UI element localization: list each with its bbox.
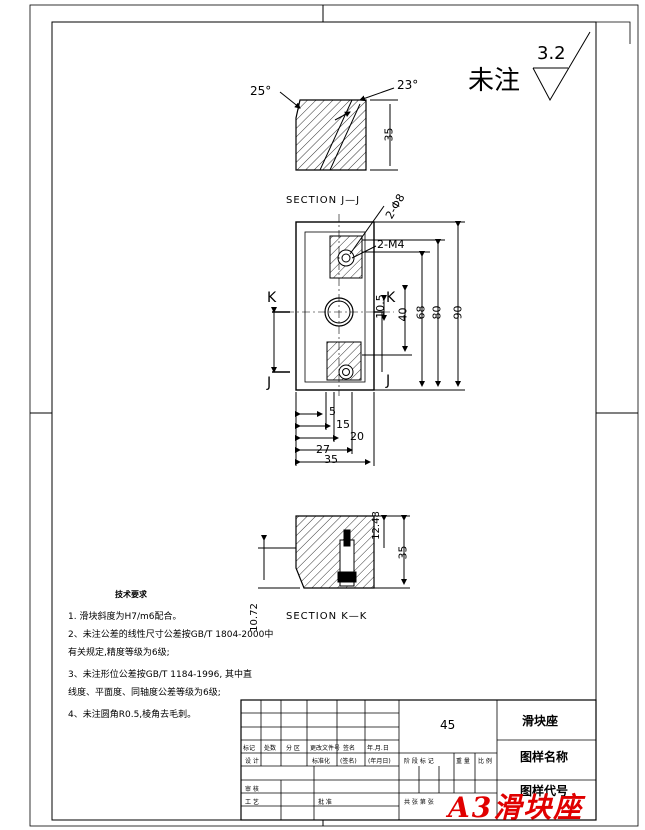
dim-15: 15 xyxy=(336,418,350,431)
tb-check: 审 核 xyxy=(245,786,259,793)
title-block-quantity: 45 xyxy=(440,718,456,732)
tech-note-2-cont: 有关规定,精度等级为6级; xyxy=(68,648,170,658)
cut-label-k-left: K xyxy=(267,290,277,306)
dim-35-bottom: 35 xyxy=(324,453,338,466)
cut-label-j-left: J xyxy=(267,375,272,391)
surface-finish-prefix: 未注 xyxy=(468,66,521,96)
dim-20: 20 xyxy=(350,430,364,443)
angle-left-label: 25° xyxy=(250,84,272,98)
dim-27: 27 xyxy=(316,443,330,456)
tech-note-2: 2、未注公差的线性尺寸公差按GB/T 1804-2000中 xyxy=(68,630,274,640)
tech-note-3-cont: 线度、平面度、同轴度公差等级为6级; xyxy=(68,688,221,698)
tb-process: 工 艺 xyxy=(245,799,259,806)
dim-35-top: 35 xyxy=(382,127,396,142)
tech-note-3: 3、未注形位公差按GB/T 1184-1996, 其中直 xyxy=(68,670,253,680)
top-section-view xyxy=(279,87,398,171)
title-block-drawing-name-label: 图样名称 xyxy=(520,750,569,764)
tb-sheet: 共 张 第 张 xyxy=(404,799,434,806)
tb-approve: 批 准 xyxy=(318,799,332,806)
tb-standardize: 标准化 xyxy=(312,758,331,765)
section-jj-title: SECTION J—J xyxy=(286,195,361,206)
dim-12-48: 12.48 xyxy=(370,511,382,540)
section-kk-title: SECTION K—K xyxy=(286,611,368,622)
surface-finish-symbol xyxy=(532,31,591,102)
section-kk-view xyxy=(258,515,410,589)
dim-40: 40 xyxy=(396,307,410,322)
dim-10-72: 10.72 xyxy=(248,603,260,632)
watermark-title: A3滑块座 xyxy=(448,791,584,824)
tb-header-zone: 分 区 xyxy=(286,745,300,752)
tb-weight: 重 量 xyxy=(456,758,470,765)
title-block-grid xyxy=(240,699,597,821)
title-block-drawing-code-label: 图样代号 xyxy=(520,784,569,798)
section-jj-view xyxy=(271,205,465,466)
tb-header-mark: 标记 xyxy=(243,745,256,752)
tb-scale: 比 例 xyxy=(478,758,492,765)
angle-right-label: 23° xyxy=(397,78,419,92)
dim-5: 5 xyxy=(329,405,336,418)
tb-header-sign: 签名 xyxy=(343,745,356,752)
tech-notes-title: 技术要求 xyxy=(115,590,147,599)
surface-finish-value: 3.2 xyxy=(537,43,566,64)
tb-design-date: (年月日) xyxy=(368,758,391,765)
cut-label-j-right: J xyxy=(386,373,391,389)
tb-stage-mark: 阶 段 标 记 xyxy=(404,758,434,765)
callout-2-m4: 2-M4 xyxy=(377,238,405,251)
dim-68: 68 xyxy=(414,305,428,320)
dim-10-5: 10.5 xyxy=(373,294,387,319)
tech-note-4: 4、未注圆角R0.5,棱角去毛刺。 xyxy=(68,710,197,720)
tech-note-1: 1. 滑块斜度为H7/m6配合。 xyxy=(68,612,182,622)
tb-design-sign: (签名) xyxy=(340,758,357,765)
title-block-part-name: 滑块座 xyxy=(522,714,559,728)
tb-header-date: 年.月.日 xyxy=(367,745,389,752)
tb-header-count: 处数 xyxy=(264,745,277,752)
dim-80: 80 xyxy=(430,305,444,320)
tb-header-change-doc: 更改文件号 xyxy=(310,745,341,752)
dim-90: 90 xyxy=(451,305,465,320)
tb-design: 设 计 xyxy=(245,758,259,765)
cut-label-k-right: K xyxy=(386,290,396,306)
dim-35-kk: 35 xyxy=(396,545,410,560)
